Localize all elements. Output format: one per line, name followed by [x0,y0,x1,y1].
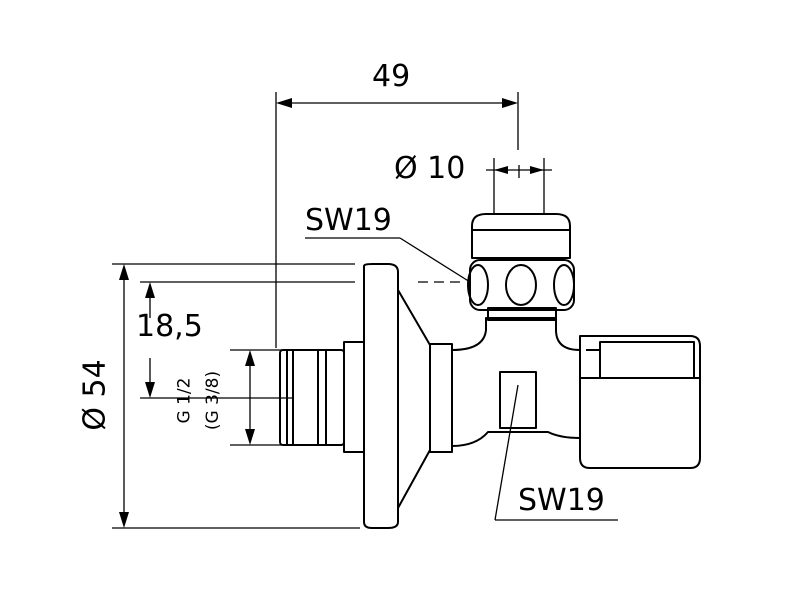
handle-cap [471,213,571,259]
thread-main-label: G 1/2 [174,377,195,424]
outlet-nut [579,335,701,469]
valve-body [451,317,581,447]
spindle-nut [467,259,575,321]
label-upper-sw19: SW19 [305,203,392,238]
dimension-49: 49 [372,59,411,94]
dimension-outlet-diameter: Ø 10 [394,151,466,186]
thread-alt-label: (G 3/8) [203,370,224,431]
label-lower-sw19: SW19 [518,483,605,518]
dimension-offset: 18,5 [136,309,203,344]
threaded-inlet [279,341,365,453]
dimension-flange-diameter: Ø 54 [77,359,113,431]
wall-flange [363,263,453,529]
dimension-arrows [119,98,544,528]
